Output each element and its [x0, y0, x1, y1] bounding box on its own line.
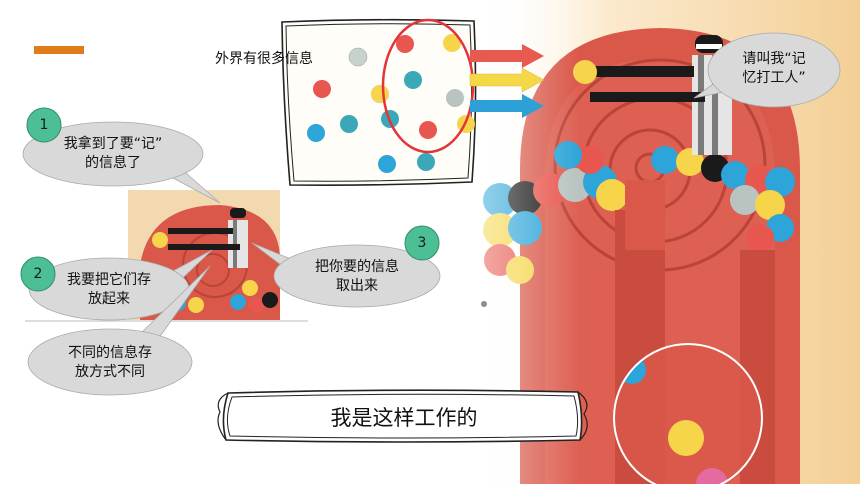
step-1-line1: 我拿到了要“记”: [63, 136, 163, 152]
step-2-note-text: 不同的信息存 放方式不同: [45, 344, 175, 382]
step-3-line2: 取出来: [336, 278, 378, 294]
step-2-badge: 2: [33, 266, 43, 282]
step-1-text: 我拿到了要“记” 的信息了: [33, 135, 193, 173]
step-2-text: 我要把它们存 放起来: [44, 271, 174, 309]
step-2-note-line1: 不同的信息存: [68, 345, 152, 361]
step-2-line2: 放起来: [88, 291, 130, 307]
ball-circle: [613, 343, 763, 484]
badge-circle-1: [26, 107, 62, 143]
flow-arrows: [469, 44, 545, 118]
robot-bubble-line1: 请叫我“记: [742, 51, 806, 67]
step-1-line2: 的信息了: [85, 155, 141, 171]
accent-bar: [34, 46, 84, 54]
step-3-line1: 把你要的信息: [315, 259, 399, 275]
info-box: [281, 18, 477, 186]
step-2-line1: 我要把它们存: [67, 272, 151, 288]
outside-info-label: 外界有很多信息: [215, 51, 313, 67]
step-3-badge: 3: [417, 235, 427, 251]
robot-bubble-text: 请叫我“记 忆打工人”: [722, 50, 826, 88]
badge-circle-3: [404, 225, 440, 261]
title-banner-text: 我是这样工作的: [330, 406, 478, 430]
title-banner: [217, 389, 588, 443]
badge-circle-2: [20, 256, 56, 292]
step-1-badge: 1: [39, 117, 49, 133]
step-3-text: 把你要的信息 取出来: [292, 258, 422, 296]
robot-bubble-line2: 忆打工人”: [742, 70, 806, 86]
step-2-note-line2: 放方式不同: [75, 364, 145, 380]
